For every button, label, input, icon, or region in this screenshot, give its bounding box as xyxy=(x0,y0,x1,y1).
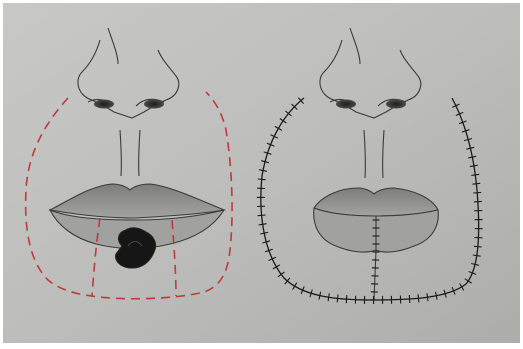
paper-background xyxy=(3,3,520,343)
stitch-mark xyxy=(409,295,410,303)
stitch-mark xyxy=(258,179,266,180)
stitch-mark xyxy=(346,295,347,303)
stitch-mark xyxy=(474,201,482,202)
stitch-mark xyxy=(473,192,481,193)
stitch-mark xyxy=(258,215,266,216)
stitch-mark xyxy=(474,246,482,247)
